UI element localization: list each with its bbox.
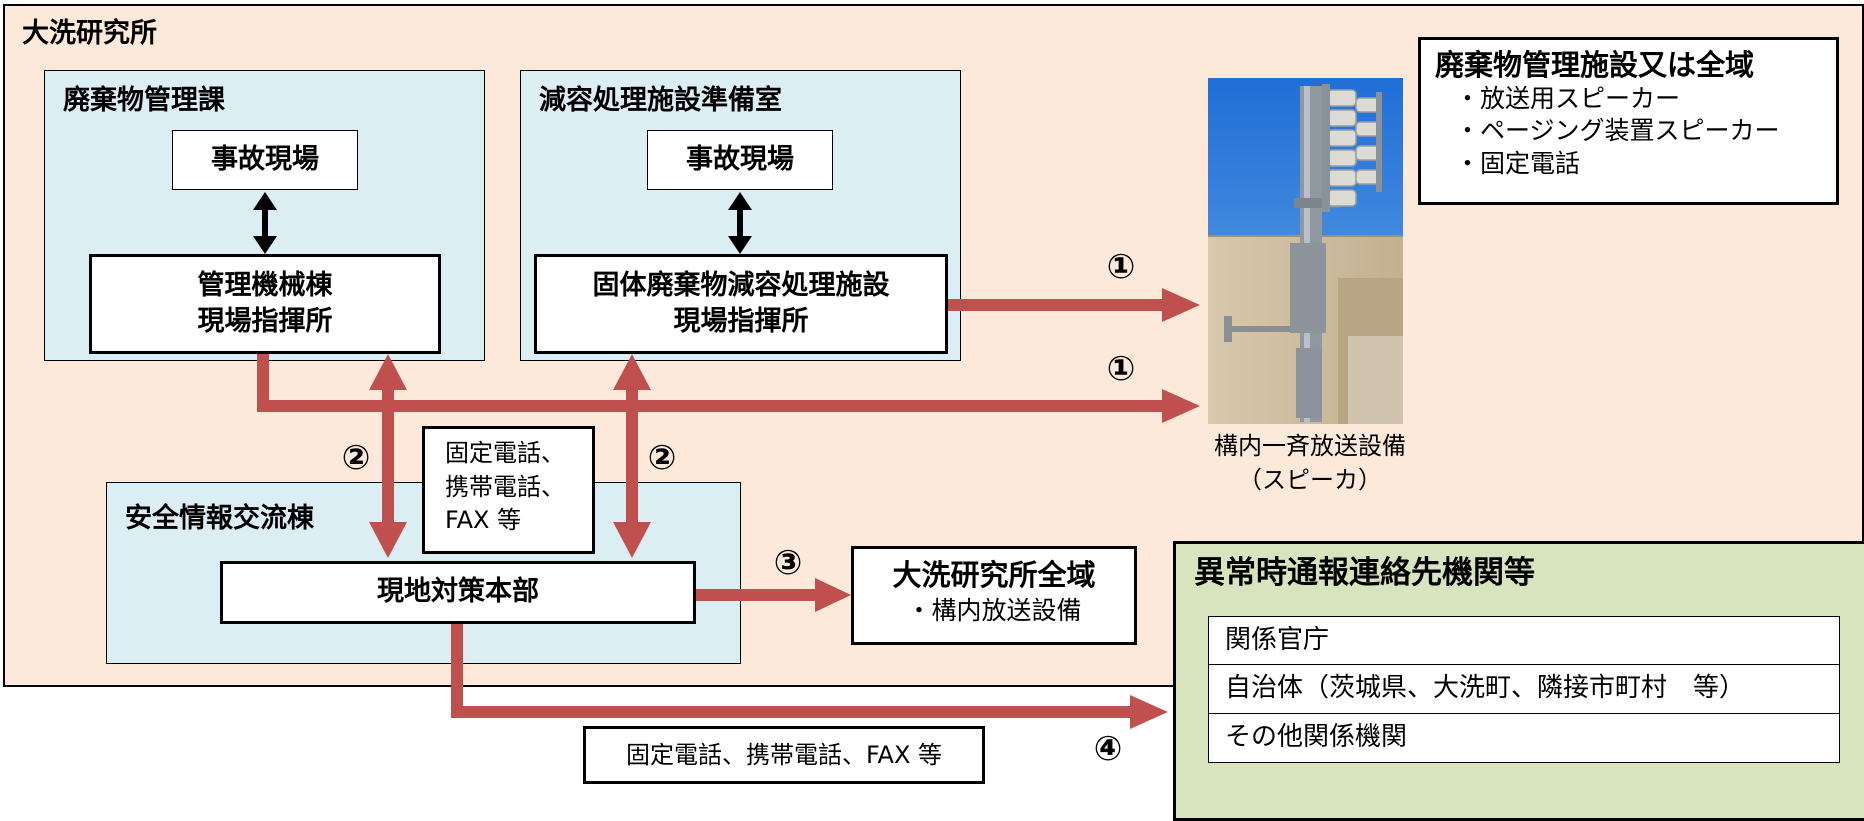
contacts-list: 関係官庁 自治体（茨城県、大洗町、隣接市町村 等） その他関係機関 bbox=[1208, 616, 1840, 763]
comm-line2: 携帯電話、 bbox=[445, 472, 565, 501]
safety-building-title: 安全情報交流棟 bbox=[125, 503, 314, 534]
site-wide-box: 大洗研究所全域 ・構内放送設備 bbox=[851, 546, 1137, 645]
dept-waste-title: 廃棄物管理課 bbox=[63, 85, 225, 116]
speaker-pole-image bbox=[1208, 78, 1403, 424]
contact-row: 自治体（茨城県、大洗町、隣接市町村 等） bbox=[1208, 665, 1840, 714]
waste-accident-scene: 事故現場 bbox=[172, 130, 358, 190]
speaker-caption-line2: （スピーカ） bbox=[1238, 465, 1382, 494]
label-2-left: ② bbox=[341, 438, 371, 478]
contacts-panel: 異常時通報連絡先機関等 関係官庁 自治体（茨城県、大洗町、隣接市町村 等） その… bbox=[1173, 541, 1864, 821]
speaker-caption-line1: 構内一斉放送設備 bbox=[1214, 432, 1406, 460]
waste-command-post: 管理機械棟 現場指揮所 bbox=[89, 254, 441, 354]
contact-row: 関係官庁 bbox=[1208, 616, 1840, 665]
contact-row: その他関係機関 bbox=[1208, 714, 1840, 763]
legend-item-broadcast-speaker: ・放送用スピーカー bbox=[1455, 83, 1681, 113]
label-2-right: ② bbox=[647, 438, 677, 478]
site-wide-item: ・構内放送設備 bbox=[906, 595, 1082, 625]
label-3: ③ bbox=[773, 543, 803, 583]
site-wide-title: 大洗研究所全域 bbox=[892, 558, 1096, 592]
waste-command-line2: 現場指揮所 bbox=[197, 306, 333, 337]
arrow-4-shaft bbox=[451, 706, 1133, 718]
contacts-title: 異常時通報連絡先機関等 bbox=[1194, 555, 1535, 591]
comm-line1: 固定電話、 bbox=[445, 439, 565, 467]
waste-command-line1: 管理機械棟 bbox=[197, 269, 333, 301]
speaker-caption: 構内一斉放送設備 （スピーカ） bbox=[1190, 430, 1430, 497]
legend-item-fixed-phone: ・固定電話 bbox=[1455, 148, 1581, 178]
speaker-photo bbox=[1208, 78, 1403, 424]
facility-legend-box: 廃棄物管理施設又は全域 ・放送用スピーカー ・ページング装置スピーカー ・固定電… bbox=[1418, 37, 1839, 205]
reduction-command-line2: 現場指揮所 bbox=[673, 306, 809, 337]
reduction-accident-scene: 事故現場 bbox=[647, 130, 833, 190]
label-1-top: ① bbox=[1106, 247, 1136, 287]
dept-reduction-title: 減容処理施設準備室 bbox=[539, 85, 782, 116]
site-title: 大洗研究所 bbox=[22, 18, 157, 49]
local-hq-box: 現地対策本部 bbox=[220, 561, 696, 624]
label-4: ④ bbox=[1093, 729, 1123, 769]
label-1-bottom: ① bbox=[1106, 349, 1136, 389]
legend-item-paging-speaker: ・ページング装置スピーカー bbox=[1455, 116, 1780, 146]
reduction-command-line1: 固体廃棄物減容処理施設 bbox=[592, 269, 890, 301]
facility-legend-title: 廃棄物管理施設又は全域 bbox=[1435, 48, 1755, 82]
arrow-4-head bbox=[1130, 695, 1168, 729]
reduction-command-post: 固体廃棄物減容処理施設 現場指揮所 bbox=[534, 254, 948, 354]
bottom-comm-box: 固定電話、携帯電話、FAX 等 bbox=[583, 726, 985, 784]
comm-methods-box: 固定電話、 携帯電話、 FAX 等 bbox=[422, 426, 595, 554]
comm-line3: FAX 等 bbox=[445, 506, 522, 535]
